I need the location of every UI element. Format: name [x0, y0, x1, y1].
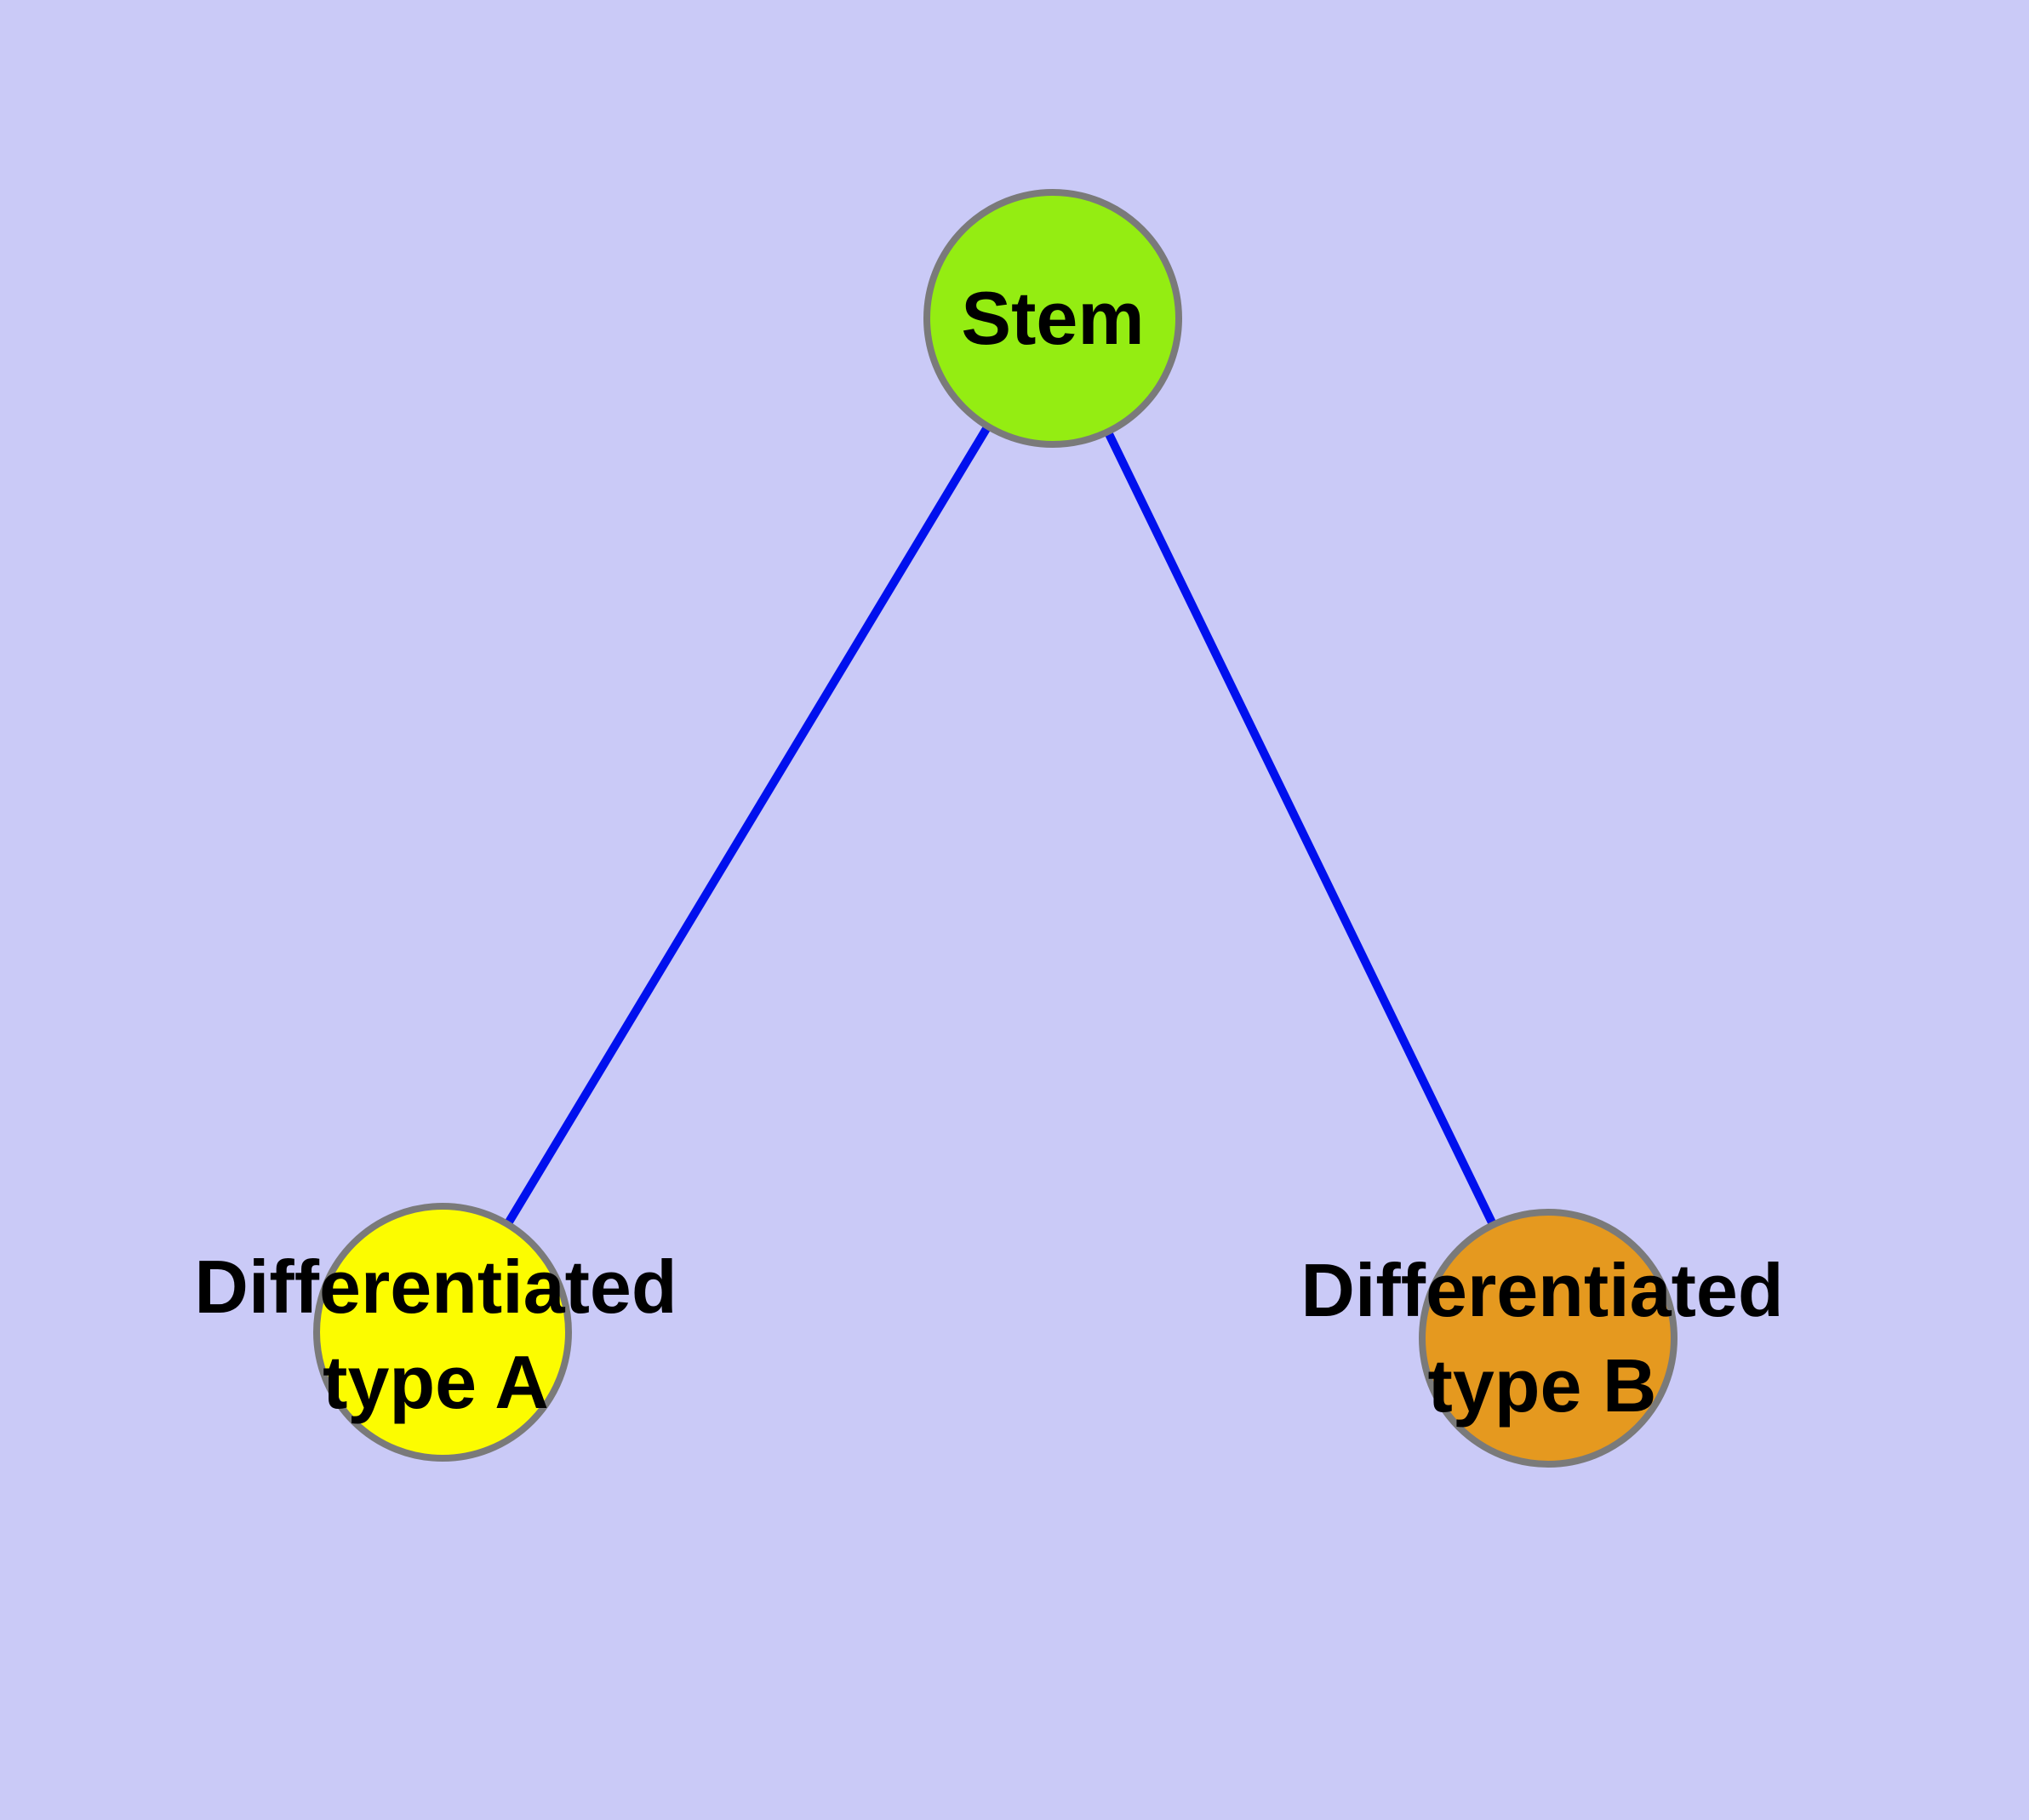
node-type-b-label-line2: type B — [1427, 1343, 1657, 1428]
node-stem-label-text: Stem — [961, 276, 1145, 360]
node-stem-label: Stem — [961, 271, 1144, 366]
edge-stem-to-type-a — [438, 316, 1057, 1335]
node-type-b-label: Differentiated type B — [1300, 1243, 1783, 1434]
node-type-a-label: Differentiated type A — [194, 1239, 677, 1430]
node-stem-circle — [923, 189, 1182, 448]
node-type-a-circle — [313, 1203, 572, 1462]
node-type-a-label-line2: type A — [323, 1340, 549, 1424]
node-type-b-label-line1: Differentiated — [1300, 1248, 1784, 1332]
node-type-a-label-line1: Differentiated — [194, 1245, 677, 1329]
edge-stem-to-type-b — [1049, 316, 1552, 1341]
node-type-b-circle — [1419, 1209, 1677, 1468]
